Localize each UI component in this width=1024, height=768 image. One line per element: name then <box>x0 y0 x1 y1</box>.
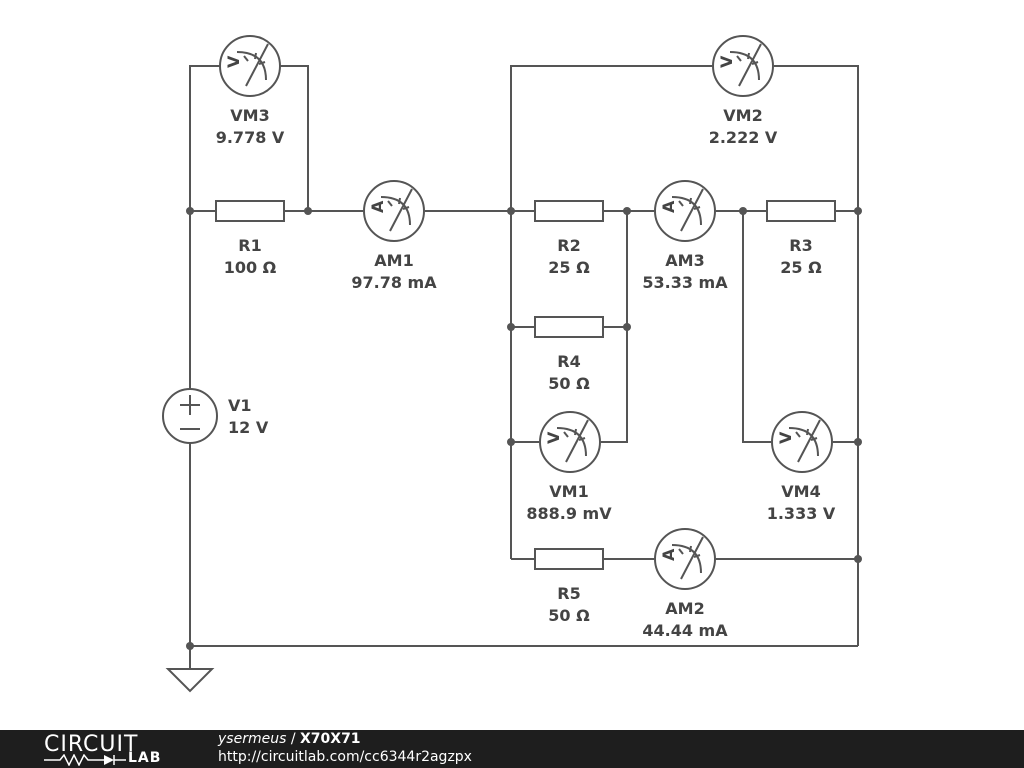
meters: V V V V <box>219 35 833 590</box>
vm2-value: 2.222 V <box>709 128 778 147</box>
wire-mid-column <box>601 211 628 443</box>
v1-value: 12 V <box>228 418 269 437</box>
v1-body <box>162 388 218 444</box>
am2-name: AM2 <box>665 599 704 618</box>
vm2-name: VM2 <box>723 106 762 125</box>
r3-value: 25 Ω <box>780 258 822 277</box>
voltmeter-vm4[interactable]: V <box>771 411 833 473</box>
junction-dot <box>739 207 747 215</box>
r3-name: R3 <box>789 236 812 255</box>
am3-name: AM3 <box>665 251 704 270</box>
ammeter-am1[interactable]: A <box>363 180 425 242</box>
junction-dot <box>186 642 194 650</box>
vm4-name: VM4 <box>781 482 820 501</box>
r5-name: R5 <box>557 584 580 603</box>
r4-value: 50 Ω <box>548 374 590 393</box>
vm1-value: 888.9 mV <box>526 504 612 523</box>
circuit-id: X70X71 <box>300 731 361 747</box>
vm2-glyph: V <box>717 55 736 68</box>
junction-dot <box>507 438 515 446</box>
junction-dot <box>623 323 631 331</box>
vm3-glyph: V <box>224 55 243 68</box>
am3-value: 53.33 mA <box>642 273 728 292</box>
am3-glyph: A <box>659 200 678 213</box>
logo-circuit-text: CIRCUIT <box>44 732 139 757</box>
r5-value: 50 Ω <box>548 606 590 625</box>
wire-vm2-left <box>510 65 712 211</box>
vm1-name: VM1 <box>549 482 588 501</box>
r1-name: R1 <box>238 236 261 255</box>
logo-lab-text: LAB <box>128 750 162 766</box>
resistor-r5[interactable] <box>534 548 604 570</box>
am1-name: AM1 <box>374 251 413 270</box>
r4-name: R4 <box>557 352 580 371</box>
v1-name: V1 <box>228 396 252 415</box>
am1-glyph: A <box>368 200 387 213</box>
junction-dot <box>186 207 194 215</box>
vm4-glyph: V <box>776 431 795 444</box>
resistor-r1[interactable] <box>215 200 285 222</box>
wire-vm4-left <box>742 211 771 443</box>
r1-value: 100 Ω <box>224 258 277 277</box>
vm1-glyph: V <box>544 431 563 444</box>
junction-dot <box>854 438 862 446</box>
am2-value: 44.44 mA <box>642 621 728 640</box>
circuit-url-link[interactable]: http://circuitlab.com/cc6344r2agzpx <box>218 749 472 765</box>
circuit-title: ysermeus / X70X71 <box>218 731 361 747</box>
am1-value: 97.78 mA <box>351 273 437 292</box>
vm4-value: 1.333 V <box>767 504 836 523</box>
wire-vm2-right <box>774 65 859 211</box>
ground-icon <box>165 668 215 693</box>
junction-dot <box>854 207 862 215</box>
resistors <box>215 200 836 570</box>
voltage-source-v1[interactable] <box>162 388 218 444</box>
am2-glyph: A <box>659 548 678 561</box>
wires <box>189 65 859 668</box>
voltmeter-vm3[interactable]: V <box>219 35 281 97</box>
component-labels: VM3 9.778 V VM2 2.222 V R1 100 Ω AM1 97.… <box>216 106 836 640</box>
vm3-name: VM3 <box>230 106 269 125</box>
r2-name: R2 <box>557 236 580 255</box>
circuit-schematic: V V V V <box>162 35 862 693</box>
junctions <box>186 207 862 650</box>
ammeter-am3[interactable]: A <box>654 180 716 242</box>
ammeter-am2[interactable]: A <box>654 528 716 590</box>
voltmeter-vm1[interactable]: V <box>539 411 601 473</box>
logo-resistor-icon <box>44 754 126 766</box>
resistor-r3[interactable] <box>766 200 836 222</box>
wire-vm3-loop <box>189 65 220 211</box>
title-separator: / <box>290 731 296 747</box>
author-link[interactable]: ysermeus <box>218 731 287 747</box>
junction-dot <box>623 207 631 215</box>
resistor-r2[interactable] <box>534 200 604 222</box>
junction-dot <box>507 323 515 331</box>
r2-value: 25 Ω <box>548 258 590 277</box>
footer-bar: CIRCUIT LAB ysermeus / X70X71 http://cir… <box>0 730 1024 768</box>
voltmeter-vm2[interactable]: V <box>712 35 774 97</box>
vm3-value: 9.778 V <box>216 128 285 147</box>
junction-dot <box>304 207 312 215</box>
wire-vm3-loop-right <box>280 65 309 211</box>
junction-dot <box>854 555 862 563</box>
junction-dot <box>507 207 515 215</box>
resistor-r4[interactable] <box>534 316 604 338</box>
